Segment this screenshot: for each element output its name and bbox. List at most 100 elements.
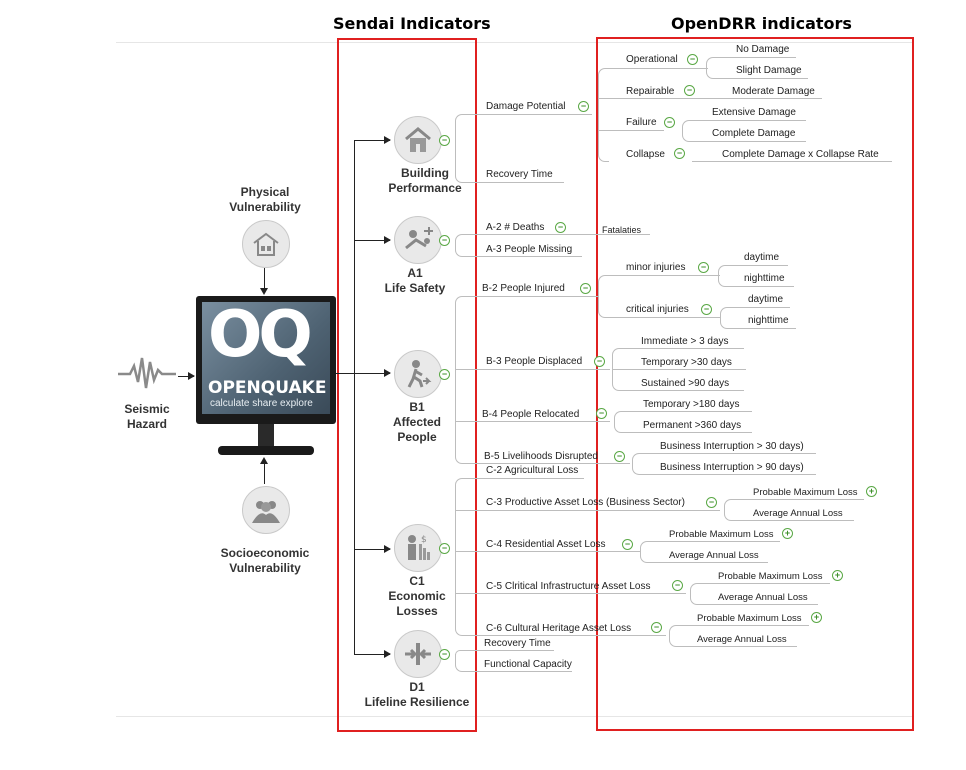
arrow-d1	[354, 650, 391, 658]
b3-toggle[interactable]: −	[594, 356, 605, 367]
lifeline-resilience-icon	[394, 630, 442, 678]
c5-toggle[interactable]: −	[672, 580, 683, 591]
c4-toggle[interactable]: −	[622, 539, 633, 550]
physical-arrowhead	[260, 288, 268, 295]
branch-b1-top	[455, 296, 481, 374]
minor-toggle[interactable]: −	[698, 262, 709, 273]
failure-branch-bottom	[682, 130, 691, 142]
b5-toggle[interactable]: −	[614, 451, 625, 462]
underline-minor-day	[726, 265, 788, 266]
branch-a1-top	[455, 234, 481, 241]
c6-toggle[interactable]: −	[651, 622, 662, 633]
seismic-arrow	[178, 372, 195, 380]
slight-damage-label: Slight Damage	[736, 65, 802, 76]
c3-toggle[interactable]: −	[706, 497, 717, 508]
underline-c3	[480, 510, 720, 511]
c1-collapse-toggle[interactable]: −	[439, 543, 450, 554]
branch-c1-c3	[455, 510, 480, 511]
d1-label: D1 Lifeline Resilience	[364, 680, 470, 709]
underline-b5	[480, 463, 630, 464]
damage-potential-toggle[interactable]: −	[578, 101, 589, 112]
underline-c4-pml	[648, 541, 780, 542]
b1-collapse-toggle[interactable]: −	[439, 369, 450, 380]
b3-label: B-3 People Displaced	[486, 356, 583, 367]
critical-branch-top	[720, 307, 729, 318]
building-collapse-toggle[interactable]: −	[439, 135, 450, 146]
a2-label: A-2 # Deaths	[486, 222, 545, 233]
c5-pml-expand[interactable]: +	[832, 570, 843, 581]
c6-branch-bottom	[669, 635, 678, 647]
c4-aal-label: Average Annual Loss	[669, 550, 759, 561]
underline-b2	[480, 296, 598, 297]
underline-complete	[690, 141, 806, 142]
c3-label: C-3 Productive Asset Loss (Business Sect…	[486, 497, 685, 508]
sendai-trunk	[354, 140, 355, 654]
c3-pml-expand[interactable]: +	[866, 486, 877, 497]
collapse-label: Collapse	[626, 149, 665, 160]
underline-a2	[480, 234, 650, 235]
socio-connector	[264, 462, 265, 484]
b4-branch-top	[614, 411, 623, 422]
failure-toggle[interactable]: −	[664, 117, 675, 128]
underline-c3-pml	[732, 499, 864, 500]
b2-toggle[interactable]: −	[580, 283, 591, 294]
branch-c1-bottom	[455, 549, 481, 636]
underline-immediate	[620, 348, 744, 349]
critical-injuries-label: critical injuries	[626, 304, 689, 315]
dp-branch-bottom	[598, 114, 609, 162]
seismic-hazard-label: Seismic Hazard	[124, 402, 170, 431]
d1-collapse-toggle[interactable]: −	[439, 649, 450, 660]
b4-toggle[interactable]: −	[596, 408, 607, 419]
c4-pml-expand[interactable]: +	[782, 528, 793, 539]
underline-minor	[606, 275, 720, 276]
building-performance-label: Building Performance	[388, 166, 462, 195]
underline-c4-aal	[648, 562, 768, 563]
underline-no-damage	[714, 57, 796, 58]
failure-branch-top	[682, 120, 691, 131]
c3-pml-label: Probable Maximum Loss	[753, 487, 858, 498]
a1-label: A1 Life Safety	[384, 266, 446, 295]
underline-c5	[480, 593, 686, 594]
critical-toggle[interactable]: −	[701, 304, 712, 315]
monitor-base	[218, 446, 314, 455]
underline-critical-night	[728, 328, 796, 329]
a1-collapse-toggle[interactable]: −	[439, 235, 450, 246]
b3-branch-bottom	[612, 369, 621, 391]
c5-label: C-5 Clritical Infrastructure Asset Loss	[486, 581, 651, 592]
a2-toggle[interactable]: −	[555, 222, 566, 233]
monitor-out-line	[336, 373, 354, 374]
repairable-label: Repairable	[626, 86, 675, 97]
underline-temp30	[612, 369, 746, 370]
complete-collapse-label: Complete Damage x Collapse Rate	[722, 149, 879, 160]
damage-potential-label: Damage Potential	[486, 101, 566, 112]
people-group-icon	[242, 486, 290, 534]
underline-moderate	[698, 98, 822, 99]
c6-aal-label: Average Annual Loss	[697, 634, 787, 645]
recovery-time-label: Recovery Time	[486, 169, 553, 180]
underline-d-functional	[480, 671, 572, 672]
c3-branch-top	[724, 499, 733, 511]
c3-aal-label: Average Annual Loss	[753, 508, 843, 519]
underline-critical	[606, 317, 720, 318]
underline-damage-potential	[480, 114, 592, 115]
collapse-toggle[interactable]: −	[674, 148, 685, 159]
b1-label: B1 Affected People	[392, 400, 441, 444]
operational-toggle[interactable]: −	[687, 54, 698, 65]
minor-branch-top	[718, 265, 727, 276]
b5-branch-bottom	[632, 463, 641, 475]
c4-label: C-4 Residential Asset Loss	[486, 539, 606, 550]
underline-a3	[480, 256, 582, 257]
c6-pml-label: Probable Maximum Loss	[697, 613, 802, 624]
underline-c5-pml	[698, 583, 830, 584]
c6-pml-expand[interactable]: +	[811, 612, 822, 623]
branch-building-bottom	[455, 140, 481, 183]
minor-nighttime-label: nighttime	[744, 273, 785, 284]
repairable-toggle[interactable]: −	[684, 85, 695, 96]
sustained-label: Sustained >90 days	[641, 378, 730, 389]
branch-d1-top	[455, 650, 481, 655]
socio-arrowhead	[260, 457, 268, 464]
critical-daytime-label: daytime	[748, 294, 784, 305]
opendrr-header: OpenDRR indicators	[671, 14, 852, 33]
underline-sustained	[620, 390, 744, 391]
svg-text:$: $	[421, 535, 427, 545]
